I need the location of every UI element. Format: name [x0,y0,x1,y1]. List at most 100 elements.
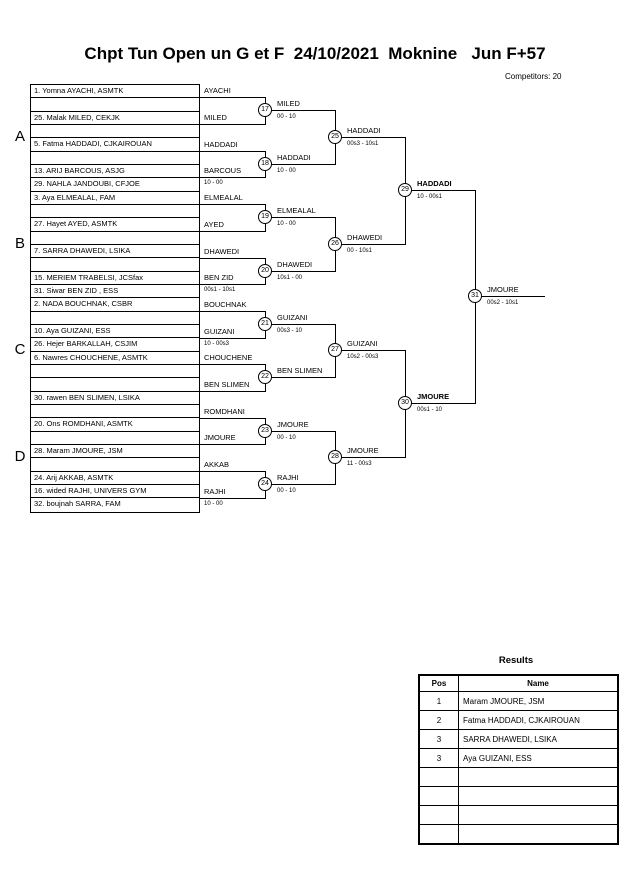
match-score: 00s3 - 10 [277,328,303,334]
bracket-line-h [200,204,265,205]
match-number-badge: 18 [258,157,272,171]
seed-box [31,458,199,472]
bracket-line-h [265,164,335,165]
match-winner-name: HADDADI [277,153,311,162]
match-winner-name: BEN SLIMEN [277,366,323,375]
bracket-line-h [200,418,265,419]
results-header-pos: Pos [418,674,459,692]
seed-box: 5. Fatma HADDADI, CJKAIROUAN [31,138,199,152]
results-name-cell: Aya GUIZANI, ESS [458,748,619,768]
bracket-line-h [200,97,265,98]
bracket-line-h [335,137,405,138]
results-row: 1 Maram JMOURE, JSM [418,691,619,711]
results-name-cell [458,805,619,825]
match-winner-name: GUIZANI [347,339,378,348]
seed-column: 1. Yomna AYACHI, ASMTK 25. Malak MILED, … [30,84,200,513]
bracket-line-h [200,498,265,499]
round2-name: GUIZANI [204,327,235,336]
results-pos-cell [418,786,459,806]
match-winner-name: GUIZANI [277,313,308,322]
group-label-a: A [14,128,25,145]
bracket-line-h [200,444,265,445]
match-number-badge: 24 [258,477,272,491]
round2-name: RAJHI [204,487,226,496]
results-row: 3 SARRA DHAWEDI, LSIKA [418,729,619,749]
results-header-row: Pos Name [418,674,619,692]
bracket-line-h [200,124,265,125]
bracket-line-h [200,471,265,472]
match-number-badge: 20 [258,264,272,278]
seed-box: 3. Aya ELMEALAL, FAM [31,192,199,205]
results-pos-cell: 2 [418,710,459,730]
match-winner-name: DHAWEDI [277,260,313,269]
results-name-cell: SARRA DHAWEDI, LSIKA [458,729,619,749]
results-pos-cell [418,805,459,825]
match-number-badge: 25 [328,130,342,144]
results-row [418,786,619,806]
match-winner-name: RAJHI [277,473,299,482]
bracket-line-h [200,231,265,232]
match-score: 00 - 10 [277,114,296,120]
match-number-badge: 23 [258,424,272,438]
match-number-badge: 21 [258,317,272,331]
bracket-line-h [335,350,405,351]
seed-box: 1. Yomna AYACHI, ASMTK [31,85,199,99]
match-score: 10 - 00s3 [204,341,230,347]
results-name-cell: Fatma HADDADI, CJKAIROUAN [458,710,619,730]
seed-box [31,232,199,245]
match-number-badge: 31 [468,289,482,303]
match-score: 10s2 - 00s3 [347,354,379,360]
results-pos-cell: 3 [418,748,459,768]
bracket-line-h [265,484,335,485]
seed-box: 10. Aya GUIZANI, ESS [31,325,199,339]
round2-name: DHAWEDI [204,247,240,256]
seed-box [31,365,199,379]
bracket-line-h [200,391,265,392]
results-name-cell: Maram JMOURE, JSM [458,691,619,711]
group-label-b: B [14,235,25,252]
results-row: 2 Fatma HADDADI, CJKAIROUAN [418,710,619,730]
seed-box: 26. Hejer BARKALLAH, CSJIM [31,338,199,352]
results-pos-cell [418,767,459,787]
match-score: 00 - 10 [277,435,296,441]
results-pos-cell [418,824,459,845]
match-score: 00 - 10 [277,488,296,494]
match-score: 00s1 - 10s1 [204,287,236,293]
seed-box [31,98,199,112]
bracket-line-h [265,271,335,272]
results-table: Pos Name 1 Maram JMOURE, JSM 2 Fatma HAD… [418,674,619,845]
results-name-cell [458,824,619,845]
round2-name: ELMEALAL [204,193,243,202]
match-winner-name: MILED [277,99,300,108]
match-score: 00 - 10s1 [347,248,373,254]
bracket-line-h [265,324,335,325]
match-number-badge: 22 [258,370,272,384]
seed-box: 20. Ons ROMDHANI, ASMTK [31,418,199,432]
match-score: 10 - 00 [277,221,296,227]
seed-box: 25. Malak MILED, CEKJK [31,112,199,125]
bracket-line-h [200,364,265,365]
bracket-line-h [405,190,475,191]
bracket-line-h [265,110,335,111]
round2-name: BARCOUS [204,166,242,175]
bracket-line-h [265,431,335,432]
round2-name: BEN ZID [204,273,234,282]
seed-box [31,152,199,165]
match-winner-name: ELMEALAL [277,206,316,215]
seed-box: 24. Arij AKKAB, ASMTK [31,472,199,485]
match-winner-name: JMOURE [417,392,450,401]
round2-name: BOUCHNAK [204,300,247,309]
results-pos-cell: 1 [418,691,459,711]
seed-box [31,205,199,219]
results-header-name: Name [458,674,619,692]
match-winner-name: JMOURE [277,420,309,429]
seed-box: 27. Hayet AYED, ASMTK [31,218,199,232]
round2-name: CHOUCHENE [204,353,253,362]
match-score: 10s1 - 00 [277,275,303,281]
match-score: 00s1 - 10 [417,407,443,413]
match-number-badge: 28 [328,450,342,464]
round2-name: AYED [204,220,224,229]
round2-name: HADDADI [204,140,238,149]
match-winner-name: JMOURE [347,446,379,455]
match-number-badge: 17 [258,103,272,117]
